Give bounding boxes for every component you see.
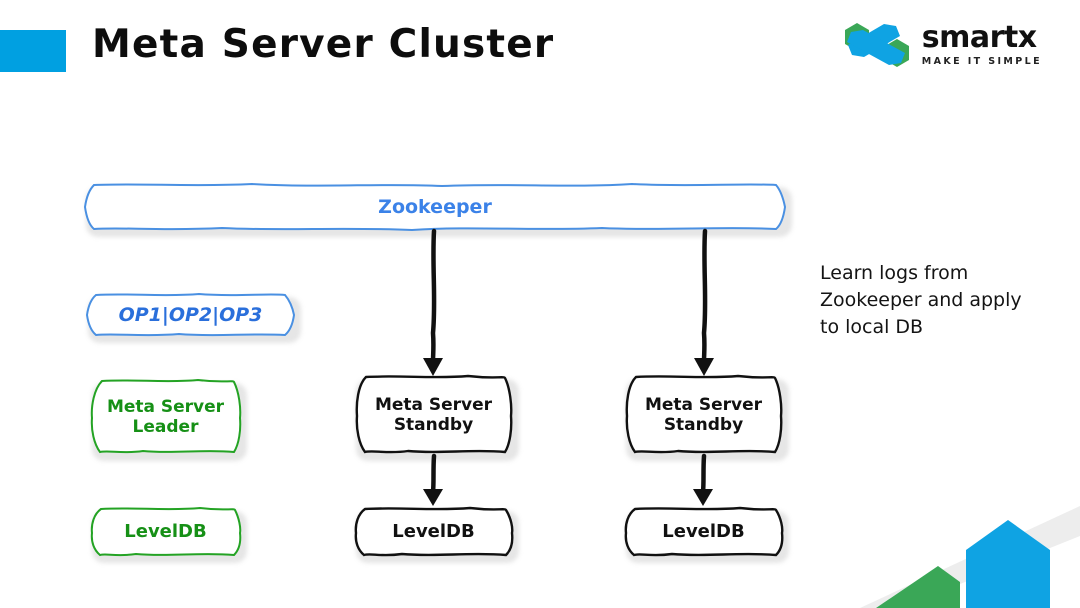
brand-tagline: MAKE IT SIMPLE [921,56,1042,68]
node-ops-label: OP1|OP2|OP3 [118,303,263,326]
node-zookeeper[interactable]: Zookeeper [82,182,792,237]
node-meta-server-standby-1[interactable]: Meta Server Standby [352,374,519,461]
annotation-learn-logs: Learn logs from Zookeeper and apply to l… [820,260,1062,341]
smartx-logo: smartx MAKE IT SIMPLE [844,22,1042,68]
smartx-logo-mark-icon [844,23,909,67]
header-accent-bar [0,30,66,72]
node-leveldb-standby-1-label: LevelDB [392,521,475,543]
node-meta-server-leader[interactable]: Meta Server Leader [88,378,247,461]
node-leveldb-standby-1[interactable]: LevelDB [352,506,519,563]
node-meta-server-standby-2-label: Meta Server Standby [645,395,762,436]
label-line-2: Standby [663,415,744,435]
label-line-2: Standby [393,415,474,435]
smartx-logo-text: smartx MAKE IT SIMPLE [922,23,1042,67]
annotation-line-3: to local DB [820,315,924,338]
annotation-line-2: Zookeeper and apply [820,288,1022,311]
node-meta-server-standby-1-label: Meta Server Standby [375,395,492,436]
node-leveldb-standby-2[interactable]: LevelDB [622,506,789,563]
annotation-line-1: Learn logs from [820,262,969,284]
label-line-1: Meta Server [106,396,225,417]
node-meta-server-leader-label: Meta Server Leader [107,397,224,438]
arrow-standby-2-to-leveldb-2 [693,453,713,506]
label-line-1: Meta Server [644,394,763,415]
corner-decoration [860,506,1080,608]
brand-name: smartx [921,20,1037,56]
node-zookeeper-label: Zookeeper [378,195,492,218]
node-ops-sequence[interactable]: OP1|OP2|OP3 [84,292,301,343]
node-leveldb-leader[interactable]: LevelDB [88,506,247,563]
page-title: Meta Server Cluster [92,22,555,67]
arrow-zookeeper-to-standby-1 [423,228,443,376]
label-line-1: Meta Server [374,394,493,415]
arrow-standby-1-to-leveldb-1 [423,453,443,506]
node-leveldb-standby-2-label: LevelDB [662,521,745,543]
node-meta-server-standby-2[interactable]: Meta Server Standby [622,374,789,461]
arrow-zookeeper-to-standby-2 [694,228,714,376]
label-line-2: Leader [132,417,199,437]
node-leveldb-leader-label: LevelDB [124,521,207,543]
